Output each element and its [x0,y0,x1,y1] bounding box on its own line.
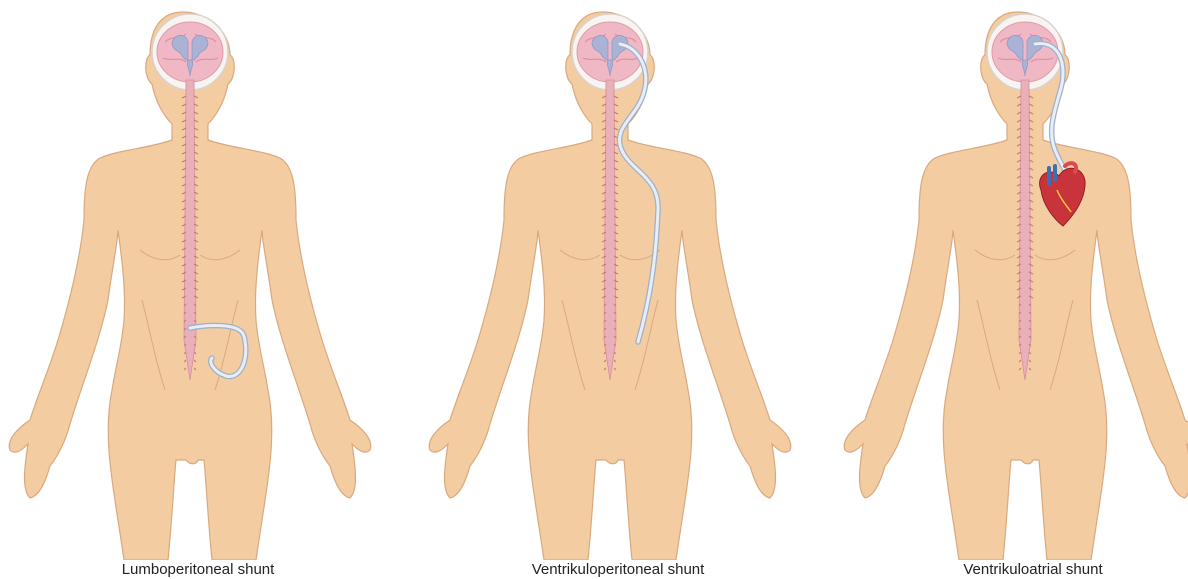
caption-ventriculoperitoneal: Ventrikuloperitoneal shunt [420,561,816,579]
spinal-cord [1019,80,1031,380]
panel-ventriculoperitoneal: Ventrikuloperitoneal shunt [420,0,816,578]
caption-ventriculoatrial: Ventrikuloatrial shunt [835,561,1188,579]
human-figure [420,0,816,560]
caption-lumboperitoneal: Lumboperitoneal shunt [0,561,396,579]
human-figure [0,0,396,560]
spinal-cord [184,80,196,380]
body-silhouette [844,12,1188,560]
panel-ventriculoatrial: Ventrikuloatrial shunt [835,0,1188,578]
human-figure [835,0,1188,560]
panel-lumboperitoneal: Lumboperitoneal shunt [0,0,396,578]
spinal-cord [604,80,616,380]
